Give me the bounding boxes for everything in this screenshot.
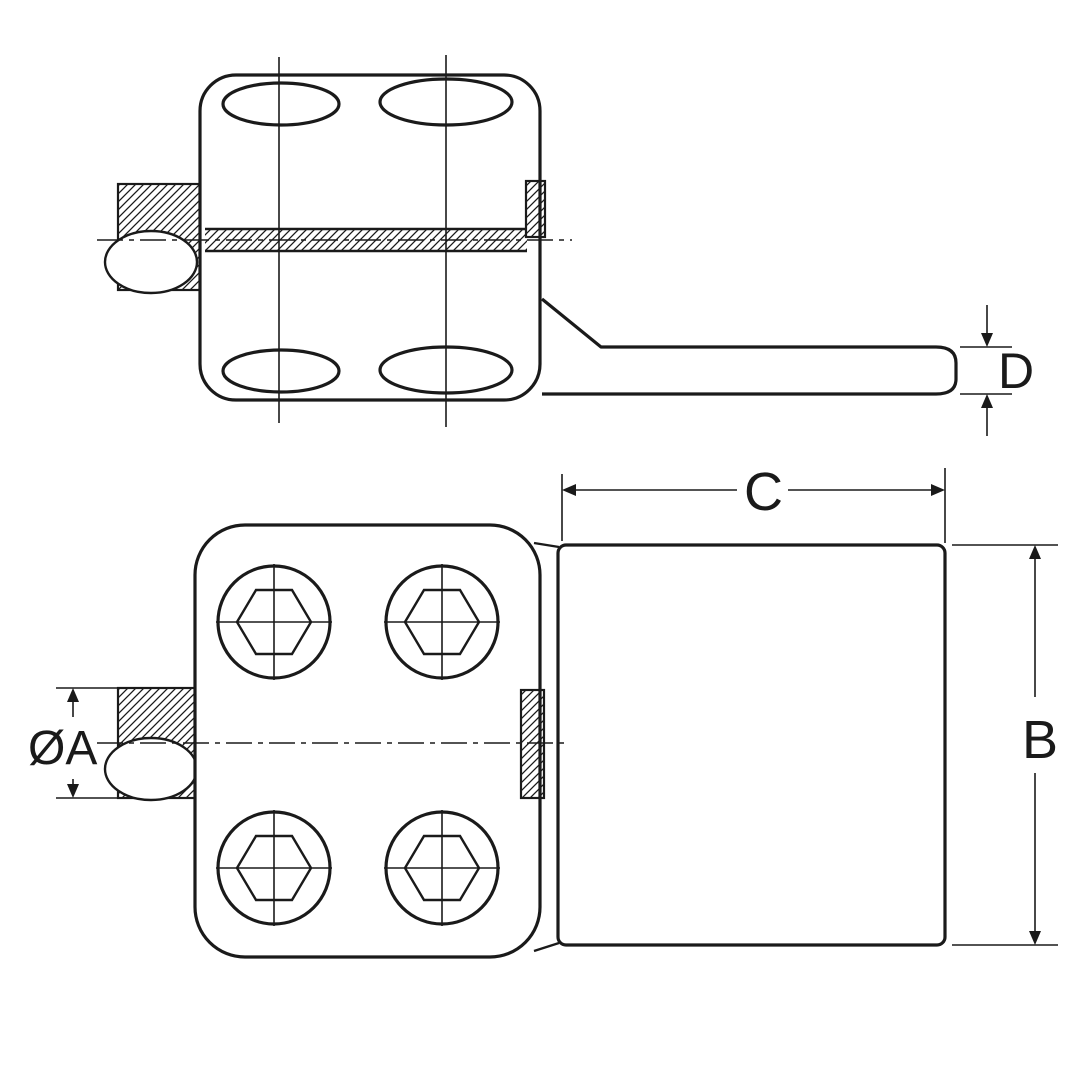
dim-d-arrow-down bbox=[981, 333, 993, 347]
dim-a-arrow-up bbox=[67, 688, 79, 702]
dimension-c: C bbox=[561, 462, 946, 543]
dim-label-d: D bbox=[998, 343, 1034, 399]
slot-bottom-left bbox=[221, 348, 341, 394]
dimension-a: ØA bbox=[28, 687, 122, 799]
dim-label-c: C bbox=[744, 462, 783, 522]
hex-screw-bottom-right bbox=[384, 810, 500, 926]
hex-screw-top-right bbox=[384, 564, 500, 680]
front-view: C bbox=[28, 462, 1058, 959]
conductor-end-side bbox=[103, 229, 199, 295]
side-hatch-tab bbox=[524, 179, 547, 239]
side-view: D bbox=[97, 55, 1034, 436]
dimension-d: D bbox=[960, 305, 1034, 436]
body-block-joint-bottom bbox=[533, 941, 560, 953]
dim-c-arrow-left bbox=[562, 484, 576, 496]
slot-top-left bbox=[221, 81, 341, 127]
dim-label-b: B bbox=[1022, 710, 1058, 770]
hex-screw-top-left bbox=[216, 564, 332, 680]
dim-c-arrow-right bbox=[931, 484, 945, 496]
dim-label-a: ØA bbox=[28, 722, 97, 775]
palm-blade bbox=[540, 297, 958, 396]
dim-b-arrow-down bbox=[1029, 931, 1041, 945]
dimension-b: B bbox=[952, 544, 1058, 946]
dim-d-arrow-up bbox=[981, 394, 993, 408]
dim-a-arrow-down bbox=[67, 784, 79, 798]
front-hatch-tab bbox=[519, 688, 546, 800]
conductor-end-front bbox=[103, 736, 199, 802]
palm-block-front bbox=[556, 543, 947, 947]
body-block-joint-top bbox=[533, 541, 560, 549]
dim-b-arrow-up bbox=[1029, 545, 1041, 559]
hex-screw-bottom-left bbox=[216, 810, 332, 926]
